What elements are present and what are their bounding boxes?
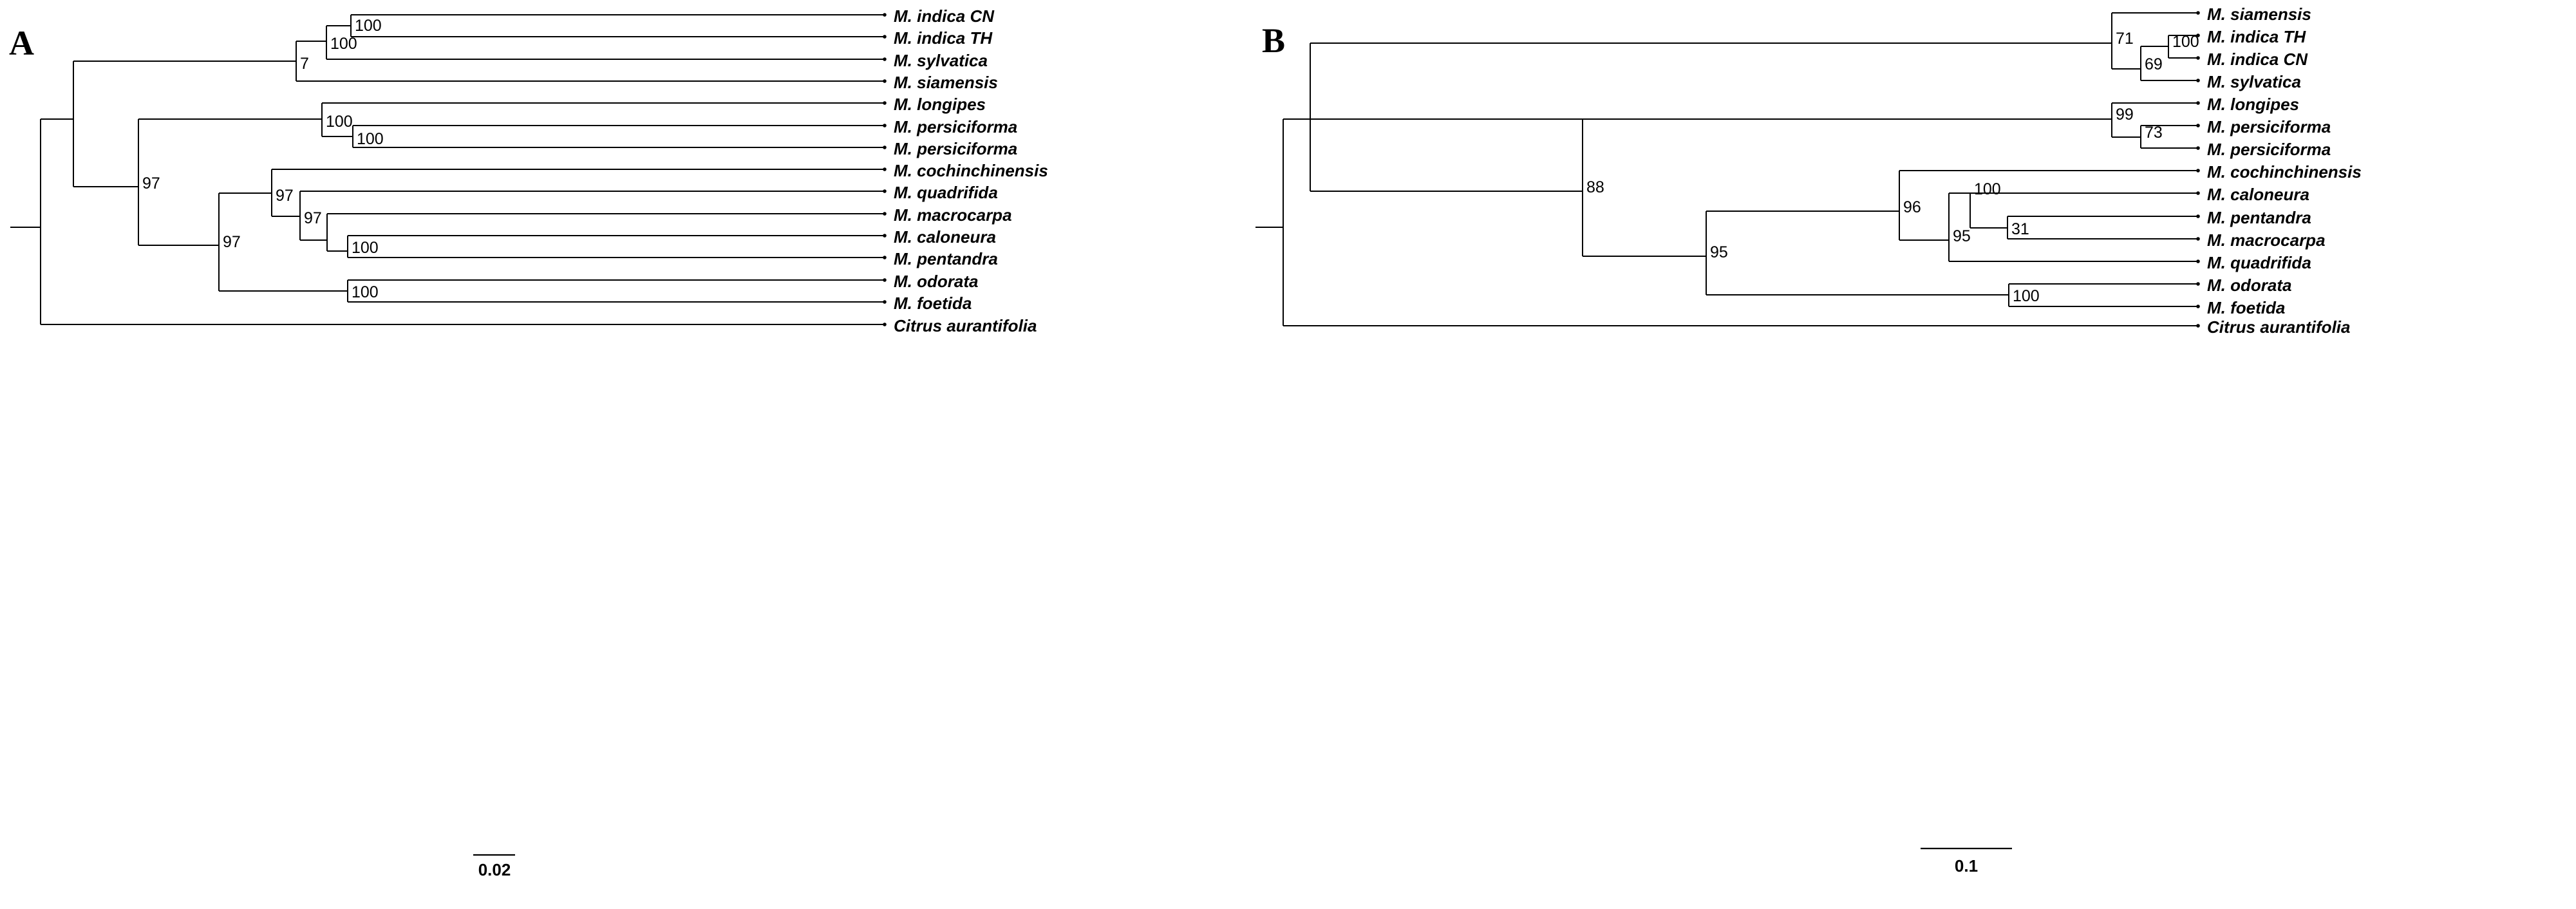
- tip-label-citrus-aurantifolia: Citrus aurantifolia: [894, 316, 1037, 335]
- tip-dot: [883, 57, 887, 61]
- tip-label-m-quadrifida: M. quadrifida: [894, 183, 998, 202]
- support-label-clade-7: 7: [300, 55, 309, 73]
- tip-dot: [2196, 282, 2200, 286]
- tip-label-m-indica-cn: M. indica CN: [894, 6, 995, 26]
- tip-label-m-longipes: M. longipes: [2207, 95, 2299, 114]
- panel-b-tip-dots: [2196, 11, 2200, 328]
- tip-label-m-odorata: M. odorata: [894, 272, 979, 291]
- tip-label-m-caloneura: M. caloneura: [894, 227, 996, 247]
- tip-label-m-pentandra: M. pentandra: [894, 249, 998, 268]
- panel-b-tree-svg: 0.1: [1255, 11, 2200, 876]
- scale-bar-label: 0.1: [1955, 856, 1978, 876]
- support-label-indica-pair: 100: [2172, 33, 2199, 51]
- support-label-clade-97d: 97: [304, 209, 322, 227]
- tip-dot: [2196, 124, 2200, 127]
- panel-a-letter: A: [9, 24, 34, 62]
- tip-dot: [883, 212, 887, 216]
- panel-a-scale-bar: 0.02: [473, 854, 515, 879]
- tip-label-m-foetida: M. foetida: [2207, 298, 2286, 317]
- support-label-clade-97a: 97: [142, 174, 160, 192]
- tip-dot: [2196, 146, 2200, 150]
- tip-label-m-siamensis: M. siamensis: [2207, 5, 2311, 24]
- tip-dot: [883, 35, 887, 39]
- tip-label-m-foetida: M. foetida: [894, 294, 972, 313]
- tip-dot: [2196, 305, 2200, 308]
- tip-dot: [883, 101, 887, 105]
- panel-a-tree-svg: 0.02: [10, 13, 887, 879]
- tip-label-m-indica-cn: M. indica CN: [2207, 50, 2308, 69]
- panel-a-tip-dots: [883, 13, 887, 326]
- support-label-clade-69: 69: [2145, 55, 2163, 73]
- support-label-calo-penta: 100: [352, 239, 379, 257]
- tip-dot: [883, 124, 887, 127]
- tip-label-m-odorata: M. odorata: [2207, 276, 2292, 295]
- tip-label-citrus-aurantifolia: Citrus aurantifolia: [2207, 317, 2351, 337]
- tip-label-m-sylvatica: M. sylvatica: [2207, 72, 2301, 91]
- tip-dot: [2196, 101, 2200, 105]
- support-label-clade-97b: 97: [223, 233, 241, 251]
- support-label-indica-syl: 100: [330, 35, 357, 53]
- tip-dot: [2196, 56, 2200, 60]
- tip-dot: [883, 13, 887, 17]
- tip-dot: [883, 256, 887, 259]
- tip-dot: [883, 167, 887, 171]
- support-label-odo-foe: 100: [2013, 287, 2040, 305]
- panel-b-scale-bar: 0.1: [1921, 847, 2012, 876]
- support-label-clade-95b: 95: [1953, 227, 1971, 245]
- tip-dot: [883, 300, 887, 304]
- tip-dot: [883, 145, 887, 149]
- tip-label-m-siamensis: M. siamensis: [894, 73, 998, 92]
- tip-label-m-longipes: M. longipes: [894, 95, 986, 114]
- tip-label-m-persiciforma-2: M. persiciforma: [894, 139, 1018, 158]
- tip-dot: [883, 234, 887, 238]
- tip-label-m-persiciforma-1: M. persiciforma: [2207, 117, 2331, 136]
- panel-b: B: [1255, 0, 2576, 909]
- tip-label-m-persiciforma-2: M. persiciforma: [2207, 140, 2331, 159]
- tip-dot: [2196, 33, 2200, 37]
- tip-dot: [2196, 237, 2200, 241]
- scale-bar-label: 0.02: [478, 860, 511, 879]
- support-label-pers-pair: 100: [357, 130, 384, 148]
- tip-label-m-cochinchinensis: M. cochinchinensis: [2207, 162, 2362, 182]
- tip-dot: [2196, 79, 2200, 82]
- tip-label-m-caloneura: M. caloneura: [2207, 185, 2309, 204]
- support-label-longi-pers: 100: [326, 113, 353, 131]
- tip-label-m-indica-th: M. indica TH: [894, 28, 993, 48]
- tip-label-m-pentandra: M. pentandra: [2207, 208, 2311, 227]
- tip-dot: [883, 189, 887, 193]
- tip-dot: [2196, 259, 2200, 263]
- tip-label-m-indica-th: M. indica TH: [2207, 27, 2306, 46]
- support-label-clade-31: 31: [2011, 220, 2029, 238]
- tip-dot: [2196, 11, 2200, 15]
- tip-label-m-quadrifida: M. quadrifida: [2207, 253, 2311, 272]
- tip-dot: [883, 79, 887, 83]
- tip-dot: [2196, 191, 2200, 195]
- panel-b-branches: [1255, 12, 2198, 326]
- tip-dot: [2196, 214, 2200, 218]
- tip-dot: [883, 323, 887, 326]
- tip-label-m-persiciforma-1: M. persiciforma: [894, 117, 1018, 136]
- tip-dot: [883, 278, 887, 282]
- support-label-clade-88: 88: [1586, 178, 1604, 196]
- support-label-clade-100b: 100: [1974, 180, 2001, 198]
- support-label-clade-96: 96: [1903, 198, 1921, 216]
- support-label-clade-71: 71: [2116, 30, 2134, 48]
- support-label-clade-99: 99: [2116, 106, 2134, 124]
- panel-b-letter: B: [1262, 21, 1286, 60]
- support-label-clade-73: 73: [2145, 124, 2163, 142]
- support-label-clade-97c: 97: [276, 187, 294, 205]
- tip-label-m-macrocarpa: M. macrocarpa: [894, 205, 1012, 225]
- tip-label-m-cochinchinensis: M. cochinchinensis: [894, 161, 1048, 180]
- tip-label-m-macrocarpa: M. macrocarpa: [2207, 230, 2326, 250]
- support-label-clade-95: 95: [1710, 243, 1728, 261]
- tip-label-m-sylvatica: M. sylvatica: [894, 51, 988, 70]
- panel-a-branches: [10, 14, 885, 325]
- support-label-odo-foe: 100: [352, 283, 379, 301]
- panel-a: A: [0, 0, 1255, 909]
- tip-dot: [2196, 324, 2200, 328]
- support-label-indica-pair: 100: [355, 17, 382, 35]
- tip-dot: [2196, 169, 2200, 173]
